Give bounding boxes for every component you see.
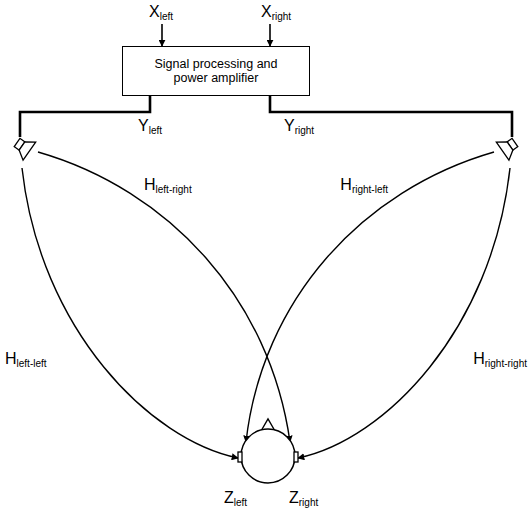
input-arrow xyxy=(161,24,163,46)
transfer-path xyxy=(22,168,238,458)
loudspeaker-symbol xyxy=(11,134,36,161)
loudspeaker-symbol xyxy=(496,134,521,161)
signal-name: Xleft xyxy=(147,3,175,23)
box-text: Signal processing and power amplifier xyxy=(154,57,278,86)
signal-name: Xright xyxy=(259,3,293,23)
signal-name: Yleft xyxy=(136,117,164,137)
process-box: Signal processing and power amplifier xyxy=(122,46,310,96)
transfer-function-name: Hleft-left xyxy=(3,350,49,370)
speaker-wire xyxy=(20,96,150,137)
signal-name: Zright xyxy=(287,489,320,509)
listener-head xyxy=(238,419,298,483)
transfer-function-name: Hleft-right xyxy=(142,176,194,196)
transfer-function-name: Hright-right xyxy=(471,350,529,370)
input-arrow xyxy=(269,24,271,46)
signal-name: Zleft xyxy=(222,489,249,509)
transfer-function-name: Hright-left xyxy=(338,176,390,196)
transfer-path xyxy=(246,152,494,442)
speaker-wire xyxy=(270,96,512,137)
signal-name: Yright xyxy=(282,117,316,137)
transfer-path xyxy=(38,152,290,442)
transfer-path xyxy=(298,168,510,458)
